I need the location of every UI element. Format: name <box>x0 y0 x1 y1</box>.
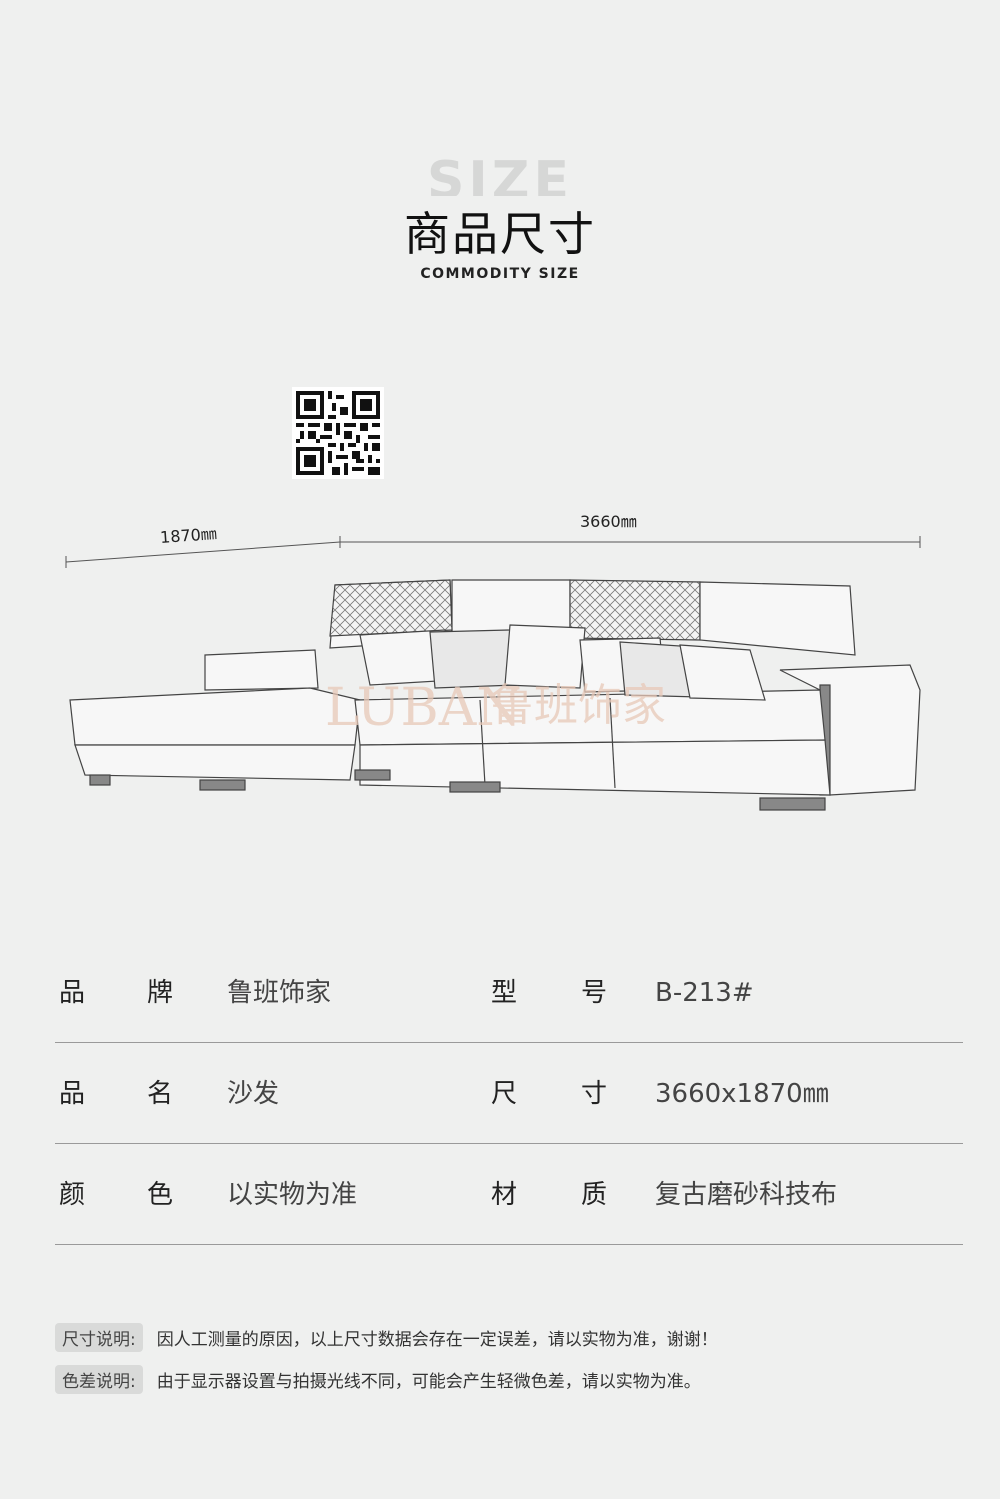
note-text: 因人工测量的原因，以上尺寸数据会存在一定误差，请以实物为准，谢谢！ <box>156 1329 718 1350</box>
spec-row: 颜 色 以实物为准 材 质 复古磨砂科技布 <box>55 1144 963 1245</box>
spec-label: 色 <box>147 1180 174 1210</box>
page-title: 商品尺寸 <box>404 207 596 261</box>
qr-code-icon[interactable] <box>292 387 384 479</box>
spec-label: 尺 <box>491 1079 518 1109</box>
spec-value: B-213# <box>655 978 754 1008</box>
spec-label: 寸 <box>581 1079 608 1109</box>
notes-section: 尺寸说明: 因人工测量的原因，以上尺寸数据会存在一定误差，请以实物为准，谢谢！ … <box>55 1322 963 1406</box>
spec-value: 鲁班饰家 <box>227 978 332 1008</box>
spec-label: 品 <box>59 1079 86 1109</box>
spec-label: 材 <box>491 1180 518 1210</box>
spec-label: 质 <box>581 1180 608 1210</box>
spec-label: 牌 <box>147 978 174 1008</box>
note-tag: 尺寸说明: <box>55 1322 143 1352</box>
spec-label: 号 <box>581 978 608 1008</box>
spec-value: 以实物为准 <box>227 1180 358 1210</box>
dimension-lines <box>65 536 921 568</box>
spec-label: 颜 <box>59 1180 86 1210</box>
note-item: 色差说明: 由于显示器设置与拍摄光线不同，可能会产生轻微色差，请以实物为准。 <box>55 1364 963 1394</box>
spec-table: 品 牌 鲁班饰家 型 号 B-213# 品 名 沙发 尺 寸 3660x1870… <box>55 942 963 1245</box>
depth-dimension-label: 1870㎜ <box>159 524 218 547</box>
spec-row: 品 名 沙发 尺 寸 3660x1870㎜ <box>55 1043 963 1144</box>
watermark-latin: LUBAN <box>325 678 522 738</box>
note-text: 由于显示器设置与拍摄光线不同，可能会产生轻微色差，请以实物为准。 <box>156 1371 701 1392</box>
watermark-chinese: 鲁班饰家 <box>490 680 666 731</box>
spec-label: 型 <box>491 978 518 1008</box>
spec-value: 复古磨砂科技布 <box>655 1180 838 1210</box>
note-tag: 色差说明: <box>55 1364 143 1394</box>
spec-row: 品 牌 鲁班饰家 型 号 B-213# <box>55 942 963 1043</box>
note-item: 尺寸说明: 因人工测量的原因，以上尺寸数据会存在一定误差，请以实物为准，谢谢！ <box>55 1322 963 1352</box>
spec-label: 名 <box>147 1079 174 1109</box>
spec-value: 3660x1870㎜ <box>655 1079 829 1109</box>
width-dimension-label: 3660㎜ <box>580 512 637 531</box>
sofa-sketch-icon: LUBAN 鲁班饰家 <box>69 579 921 811</box>
size-background-word: SIZE <box>426 151 574 196</box>
page-subtitle: COMMODITY SIZE <box>420 266 580 282</box>
spec-label: 品 <box>59 978 86 1008</box>
spec-value: 沙发 <box>227 1079 280 1109</box>
